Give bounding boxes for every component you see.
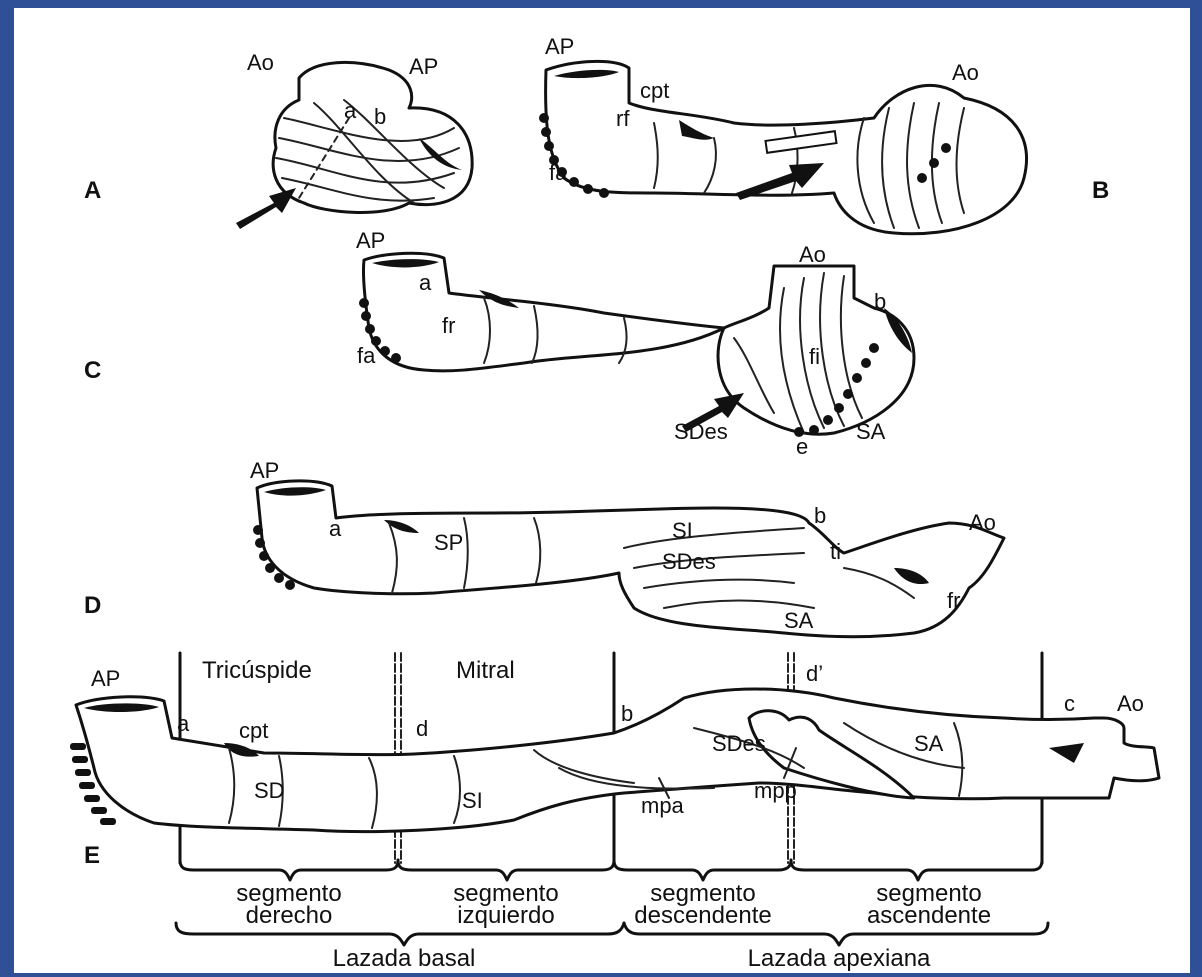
panel-b: AP cpt rf fa Ao B <box>539 34 1109 234</box>
panel-c-label-ap: AP <box>356 228 385 253</box>
panel-c-letter: C <box>84 357 101 384</box>
panel-c: AP a fr fa Ao b fi SDes SA e C <box>84 228 914 459</box>
panel-a-letter: A <box>84 177 101 204</box>
panel-b-label-rf: rf <box>616 106 630 131</box>
ventricular-band-diagram: Ao AP a b A AP cpt rf fa Ao B <box>14 8 1190 973</box>
panel-c-label-b: b <box>874 289 886 314</box>
panel-e-label-cpt: cpt <box>239 718 268 743</box>
panel-d-letter: D <box>84 592 101 619</box>
panel-e-label-ao: Ao <box>1117 691 1144 716</box>
brace-segment-right <box>180 860 398 880</box>
panel-c-label-a: a <box>419 270 432 295</box>
panel-d-label-fr: fr <box>947 588 960 613</box>
panel-e-letter: E <box>84 842 100 869</box>
segment-2-line2: izquierdo <box>457 902 554 929</box>
panel-a-label-b: b <box>374 104 386 129</box>
panel-d-label-si: SI <box>672 518 693 543</box>
panel-d-label-ao: Ao <box>969 510 996 535</box>
brace-segment-ascending <box>791 860 1042 880</box>
segment-3-line2: descendente <box>634 902 771 929</box>
brace-segment-left <box>398 860 614 880</box>
segment-1-line2: derecho <box>246 902 333 929</box>
panel-e: Tricúspide Mitral AP a cpt SD SI d b d’ … <box>70 653 1159 972</box>
panel-b-label-cpt: cpt <box>640 78 669 103</box>
panel-e-label-sa: SA <box>914 731 944 756</box>
valve-label-mitral: Mitral <box>456 657 515 684</box>
panel-b-label-ao: Ao <box>952 60 979 85</box>
panel-b-letter: B <box>1092 177 1109 204</box>
panel-c-band <box>363 253 914 434</box>
panel-a-label-a: a <box>344 98 357 123</box>
brace-loop-basal <box>176 923 624 945</box>
diagram-canvas: Ao AP a b A AP cpt rf fa Ao B <box>14 8 1190 973</box>
panel-d-label-sa: SA <box>784 608 814 633</box>
panel-c-label-sdes: SDes <box>674 419 728 444</box>
panel-e-label-sdes: SDes <box>712 731 766 756</box>
panel-b-label-fa: fa <box>549 160 568 185</box>
segment-4-line2: ascendente <box>867 902 991 929</box>
panel-c-label-sa: SA <box>856 419 886 444</box>
panel-d-label-ap: AP <box>250 458 279 483</box>
panel-b-label-ap: AP <box>545 34 574 59</box>
panel-a-label-ap: AP <box>409 54 438 79</box>
loop-label-basal: Lazada basal <box>333 945 476 972</box>
panel-d-label-ti: ti <box>830 539 841 564</box>
panel-d-label-a: a <box>329 516 342 541</box>
panel-d-label-sp: SP <box>434 530 463 555</box>
panel-e-label-d-prime: d’ <box>806 661 823 686</box>
panel-d-label-b: b <box>814 503 826 528</box>
panel-e-label-sd: SD <box>254 778 285 803</box>
panel-e-label-mpp: mpp <box>754 778 797 803</box>
panel-c-label-fr: fr <box>442 313 455 338</box>
panel-c-label-fi: fi <box>809 344 820 369</box>
panel-d: AP a SP SI b Ao ti SDes fr SA D <box>84 458 1004 637</box>
panel-e-label-d: d <box>416 716 428 741</box>
panel-c-label-e: e <box>796 434 808 459</box>
panel-e-label-mpa: mpa <box>641 793 685 818</box>
panel-c-label-ao: Ao <box>799 242 826 267</box>
panel-e-label-ap: AP <box>91 666 120 691</box>
panel-d-band <box>257 481 1004 637</box>
panel-e-label-si: SI <box>462 788 483 813</box>
panel-e-label-a: a <box>177 711 190 736</box>
panel-e-band <box>76 689 1159 832</box>
panel-a-arrow <box>236 188 296 229</box>
valve-label-tricuspid: Tricúspide <box>202 657 312 684</box>
loop-label-apical: Lazada apexiana <box>748 945 931 972</box>
panel-c-label-fa: fa <box>357 343 376 368</box>
panel-d-label-sdes: SDes <box>662 549 716 574</box>
panel-a: Ao AP a b A <box>84 50 472 229</box>
panel-e-label-c: c <box>1064 691 1075 716</box>
panel-a-label-ao: Ao <box>247 50 274 75</box>
brace-segment-descending <box>614 860 791 880</box>
panel-e-label-b: b <box>621 701 633 726</box>
